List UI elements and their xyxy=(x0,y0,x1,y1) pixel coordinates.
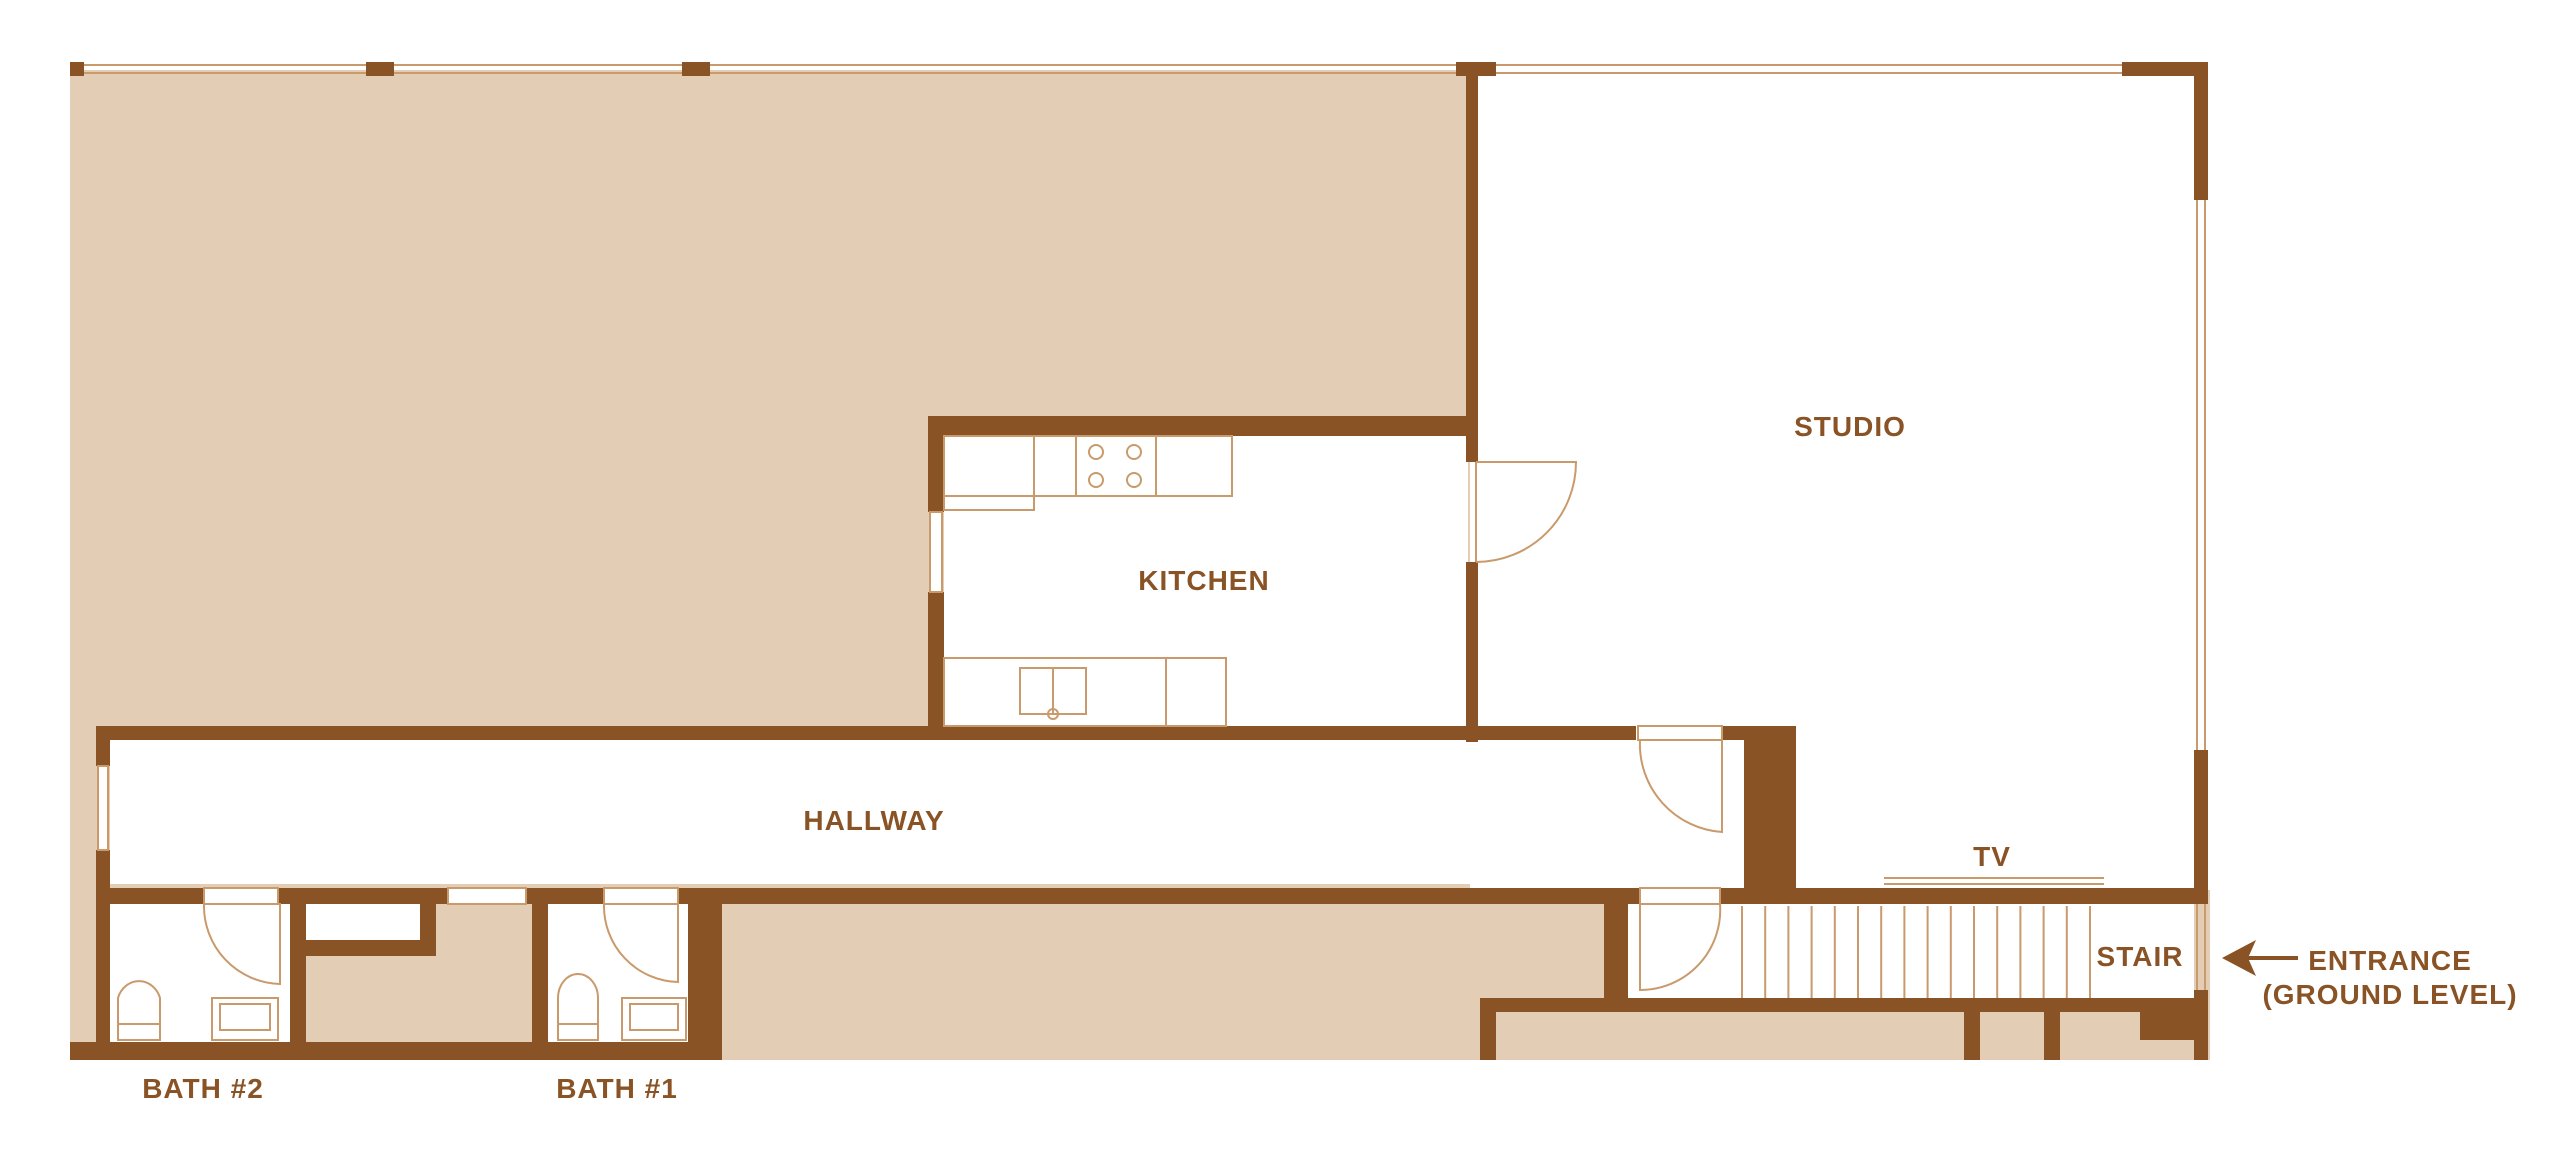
hallway-bottom-wall-4 xyxy=(678,888,1640,904)
tv-label: TV xyxy=(1973,841,2011,872)
bottom-wall-left xyxy=(70,1042,722,1060)
top-wall-seg-1 xyxy=(70,62,84,76)
bath2-door-frame xyxy=(203,887,279,905)
kitchen-left-wall-bottom xyxy=(928,592,944,726)
bath2-label: BATH #2 xyxy=(142,1073,264,1104)
studio-left-wall-top xyxy=(1466,62,1478,462)
entrance-sub-label: (GROUND LEVEL) xyxy=(2262,979,2517,1010)
stair-label: STAIR xyxy=(2097,941,2184,972)
hallway-floor xyxy=(110,740,1744,884)
top-wall-seg-3 xyxy=(682,62,710,76)
studio-label: STUDIO xyxy=(1794,411,1906,442)
entrance-arrow xyxy=(2222,940,2298,976)
bath2-right-wall xyxy=(290,888,306,1060)
bath2-toilet xyxy=(117,980,161,1041)
bath2-door xyxy=(202,903,281,986)
bath1-right-wall xyxy=(688,888,722,1060)
bath2-sink xyxy=(211,997,279,1041)
kitchen-left-wall-top xyxy=(928,416,944,512)
cooktop xyxy=(1075,435,1157,497)
entrance-label: ENTRANCE xyxy=(2308,945,2472,976)
top-wall-seg-5 xyxy=(2122,62,2208,76)
lower-post-2 xyxy=(2044,1012,2060,1060)
bath1-door xyxy=(602,903,679,984)
stair-door xyxy=(1639,903,1722,992)
bath1-floor xyxy=(548,904,688,1042)
lower-counter xyxy=(943,657,1227,727)
unfinished-area-corner xyxy=(1480,1010,2200,1060)
closet-right-wall xyxy=(420,888,436,956)
kitchen-faucet xyxy=(1047,708,1059,720)
bath1-label: BATH #1 xyxy=(556,1073,678,1104)
entrance-arrow-head xyxy=(2222,940,2256,976)
windows xyxy=(84,64,2206,990)
stair-floor xyxy=(1628,904,2194,998)
bath1-sink-basin xyxy=(629,1003,679,1031)
stair-treads xyxy=(1741,906,2091,998)
bath1-left-wall xyxy=(532,888,548,1060)
walls xyxy=(70,62,2208,1060)
burner-1 xyxy=(1088,444,1104,460)
kitchen-top-wall xyxy=(928,416,1478,436)
closet-floor xyxy=(306,904,420,940)
studio-right-wall-top xyxy=(2194,62,2208,200)
hallway-bottom-wall-1 xyxy=(96,888,204,904)
stair-top-wall xyxy=(1720,888,2208,904)
bath-fixtures xyxy=(117,973,687,1041)
hallway-top-wall-left xyxy=(96,726,1636,740)
stair-left-wall xyxy=(1604,888,1628,1012)
studio-left-wall-bottom xyxy=(1466,562,1478,742)
burner-2 xyxy=(1126,444,1142,460)
hallway-door-frame xyxy=(1637,725,1723,741)
bath2-sink-basin xyxy=(219,1003,271,1031)
lower-left-stub xyxy=(1480,1012,1496,1060)
burner-4 xyxy=(1126,472,1142,488)
top-wall-seg-2 xyxy=(366,62,394,76)
kitchen-opening xyxy=(929,511,943,593)
stair-right-wall-top xyxy=(2194,888,2208,904)
studio-right-wall-bottom xyxy=(2194,750,2208,904)
doors xyxy=(202,461,1723,992)
lower-post-1 xyxy=(1964,1012,1980,1060)
kitchen-floor xyxy=(944,436,1468,726)
window-hall-bottom xyxy=(447,887,527,905)
room-floors xyxy=(110,76,2194,1042)
closet-bottom-wall xyxy=(306,940,436,956)
burner-3 xyxy=(1088,472,1104,488)
window-hall-left xyxy=(97,765,109,851)
hallway-left-wall-bottom xyxy=(96,850,110,1060)
bath1-toilet xyxy=(557,973,599,1041)
stair-bottom-wall xyxy=(1480,998,2208,1012)
labels: STUDIO KITCHEN HALLWAY TV STAIR BATH #2 … xyxy=(142,411,2517,1104)
stair-door-frame xyxy=(1639,887,1721,905)
kitchen-label: KITCHEN xyxy=(1138,565,1269,596)
bath1-door-frame xyxy=(603,887,679,905)
hallway-label: HALLWAY xyxy=(803,805,944,836)
hallway-left-wall-top xyxy=(96,726,110,766)
lower-corner-block xyxy=(2140,1012,2208,1040)
kitchen-fixtures xyxy=(943,435,1233,727)
studio-door xyxy=(1475,461,1578,563)
bath1-sink xyxy=(621,997,687,1041)
hallway-bottom-wall-2 xyxy=(278,888,448,904)
hallway-right-wall xyxy=(1744,726,1796,888)
bath2-floor xyxy=(110,904,290,1042)
